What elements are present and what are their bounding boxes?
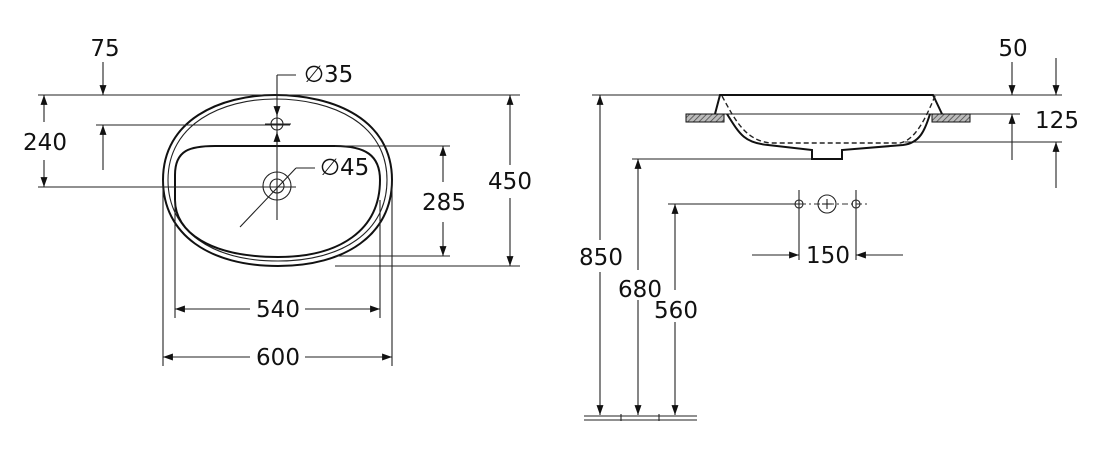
floor-line [584,414,697,421]
side-view: 50 125 850 680 560 150 [579,36,1079,421]
dim-drain-diameter: ∅45 [320,155,369,181]
countertop-right [931,113,971,123]
countertop-left [685,113,725,123]
dim-front-to-drain: 240 [23,130,67,156]
dim-drain-height: 680 [618,277,662,303]
dim-basin-depth: 125 [1035,108,1079,134]
top-view: 75 ∅35 ∅45 240 285 450 540 600 [23,36,532,371]
basin-profile [714,94,943,160]
drain-icon [239,167,315,228]
dim-bowl-depth: 285 [422,190,466,216]
dim-bowl-width: 540 [256,297,300,323]
dim-tap-offset: 75 [90,36,119,62]
dim-overall-depth: 450 [488,169,532,195]
dim-rim-height: 50 [998,36,1027,62]
dim-tap-diameter: ∅35 [304,62,353,88]
dim-overall-width: 600 [256,345,300,371]
supply-holes [794,190,870,260]
dim-supply-spacing: 150 [806,243,850,269]
dim-supply-height: 560 [654,298,698,324]
tap-hole-icon [265,75,291,220]
dim-counter-height: 850 [579,245,623,271]
